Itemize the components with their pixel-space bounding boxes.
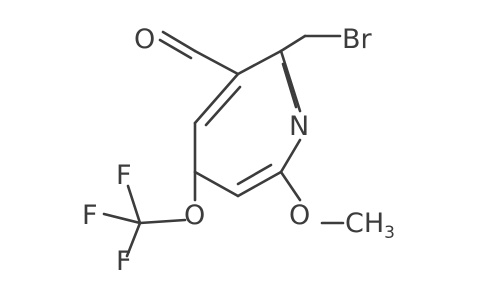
bond-ocf3-b <box>138 218 187 225</box>
atom-f-top: F <box>116 160 132 191</box>
bond-ring-c3-c4-inner <box>236 163 273 186</box>
bond-ring-c1-c2 <box>236 49 283 76</box>
bond-cf-2 <box>102 212 142 225</box>
atom-ch3-main: CH <box>345 208 384 239</box>
bond-ring-n-c3 <box>279 138 302 174</box>
bond-cf-1 <box>126 184 142 225</box>
bond-methoxy-a <box>279 170 302 202</box>
bond-aldehyde-double-b <box>161 30 197 53</box>
atom-ch3-subscript: 3 <box>384 223 395 243</box>
atom-br: Br <box>342 24 373 55</box>
bond-ring-c6-c1 <box>193 72 240 125</box>
atom-o-aldehyde: O <box>134 24 155 55</box>
bond-cf-3 <box>125 221 142 258</box>
bond-ring-c3-c4 <box>236 170 283 198</box>
atom-n: N <box>289 111 309 142</box>
bonds <box>102 30 345 258</box>
bond-ring-c2-n <box>279 49 302 113</box>
bond-ring-c1-c2-inner <box>281 62 298 109</box>
atom-o-methoxy: O <box>289 200 310 231</box>
bond-ch2br-a <box>279 34 307 53</box>
atom-f-left: F <box>82 200 98 231</box>
bond-aldehyde-double-a <box>158 38 193 60</box>
bond-aldehyde-c <box>193 49 240 76</box>
bond-ring-c4-c5 <box>193 170 240 198</box>
bond-ring-c6-c1-inner <box>204 85 242 127</box>
atom-f-bottom: F <box>116 246 132 277</box>
atom-o-ocf3: O <box>184 200 205 231</box>
atom-ch3: CH3 <box>345 208 395 243</box>
atom-labels: O Br N O O F F F CH3 <box>82 24 395 277</box>
